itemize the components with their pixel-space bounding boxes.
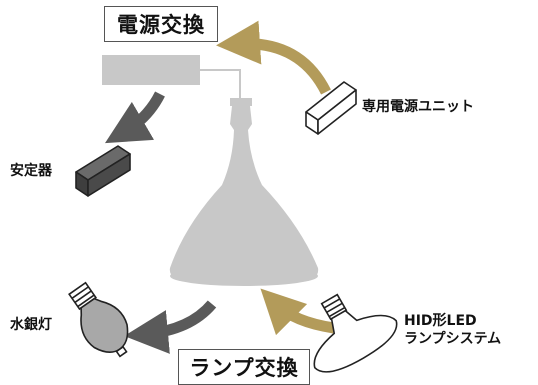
led-lamp-icon xyxy=(313,293,398,373)
mercury-lamp-icon xyxy=(68,281,129,358)
power-unit-icon xyxy=(305,81,357,135)
power-swap-title: 電源交換 xyxy=(104,6,218,42)
power-supply-box xyxy=(102,55,200,85)
arrow-mercury-removed xyxy=(124,300,217,354)
power-unit-label: 専用電源ユニット xyxy=(362,99,474,115)
arrow-lamp-swap xyxy=(260,288,335,336)
lamp-fixture xyxy=(169,98,319,286)
arrow-ballast-removed xyxy=(104,91,165,144)
led-lamp-label-line2: ランプシステム xyxy=(404,331,502,347)
ballast-label: 安定器 xyxy=(10,163,52,179)
lamp-swap-title: ランプ交換 xyxy=(178,349,310,385)
arrow-power-swap xyxy=(216,20,331,95)
led-lamp-label-line1: HID形LED xyxy=(404,313,477,329)
led-lamp-label: HID形LED ランプシステム xyxy=(404,312,501,348)
ballast-icon xyxy=(75,145,131,197)
mercury-lamp-label: 水銀灯 xyxy=(10,317,52,333)
fixture-wire xyxy=(200,69,241,100)
